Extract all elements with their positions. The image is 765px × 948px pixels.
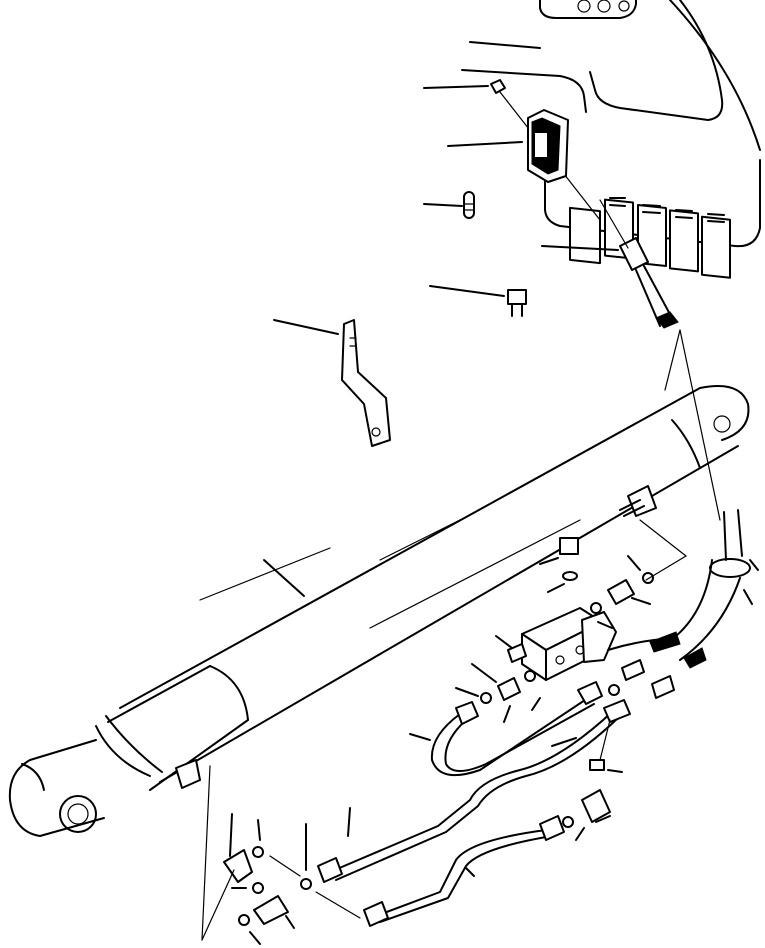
switch-panel-console xyxy=(461,0,761,279)
mounting-bracket xyxy=(341,319,391,447)
hydraulic-cylinder xyxy=(8,385,750,837)
tube-lines xyxy=(317,681,631,927)
leader-lines xyxy=(201,85,753,945)
hose-clamp xyxy=(709,509,759,578)
wire-connector xyxy=(599,199,721,521)
fuse xyxy=(507,289,527,317)
panel-switches xyxy=(569,197,731,279)
rocker-switch xyxy=(527,109,569,183)
lamp-bulb xyxy=(463,191,475,219)
hydraulic-hoses xyxy=(607,559,741,699)
o-rings xyxy=(238,572,654,926)
